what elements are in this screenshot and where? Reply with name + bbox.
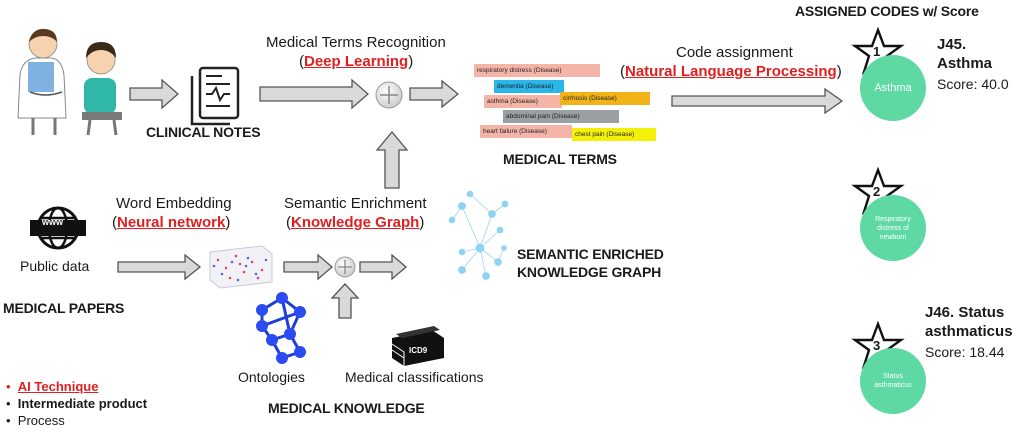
- combine-plus-bottom: [334, 256, 356, 278]
- semantic-enrichment-technique: (Knowledge Graph): [286, 214, 425, 231]
- arrow-notes-to-plus: [259, 78, 369, 110]
- combine-plus-top: [375, 81, 403, 109]
- code-1-score: Score: 40.0: [937, 76, 1009, 92]
- semantic-enrichment-title: Semantic Enrichment: [284, 195, 427, 212]
- code-3-name: asthmaticus: [925, 323, 1013, 340]
- ontologies-label: Ontologies: [238, 369, 305, 385]
- code-3-id: J46. Status: [925, 304, 1005, 321]
- code-3-score: Score: 18.44: [925, 344, 1005, 360]
- arrow-public-to-embed: [117, 253, 202, 281]
- legend: • AI Technique • Intermediate product • …: [6, 378, 147, 429]
- word-embedding-technique: (Neural network): [112, 214, 231, 231]
- globe-www-label: www: [42, 217, 64, 227]
- clinical-notes-label: CLINICAL NOTES: [146, 124, 261, 140]
- graph-title-line-2: KNOWLEDGE GRAPH: [517, 264, 662, 280]
- term-tag-chest-pain: chest pain (Disease): [572, 128, 656, 141]
- legend-item-process: • Process: [6, 413, 65, 428]
- arrow-doctor-to-notes: [129, 78, 179, 110]
- star-rank-1-number: 1: [873, 44, 881, 59]
- arrow-ontologies-up: [330, 283, 360, 319]
- recognition-title: Medical Terms Recognition: [266, 34, 446, 51]
- embedding-cloud-icon: [209, 245, 273, 289]
- code-1-id: J45.: [937, 36, 967, 53]
- arrow-plus-to-terms: [409, 79, 460, 109]
- term-tag-abdominal-pain: abdominal pain (Disease): [503, 110, 619, 123]
- term-tag-respiratory-distress: respiratory distress (Disease): [474, 64, 600, 77]
- arrow-embed-to-plus: [283, 253, 333, 281]
- assigned-codes-title: ASSIGNED CODES w/ Score: [795, 3, 979, 19]
- term-tag-asthma: asthma (Disease): [484, 95, 562, 108]
- arrow-enrichment-up: [375, 130, 409, 189]
- clinical-notes-document-icon: [190, 66, 240, 126]
- medical-knowledge-label: MEDICAL KNOWLEDGE: [268, 400, 425, 416]
- code-node-asthma: Asthma: [860, 55, 926, 121]
- ontology-molecule-icon: [256, 292, 306, 364]
- code-node-respiratory-distress: Respiratory distress of newborn: [860, 195, 926, 261]
- medical-classifications-label: Medical classifications: [345, 369, 484, 385]
- doctor-patient-illustration: [17, 28, 122, 136]
- legend-item-ai-technique: • AI Technique: [6, 379, 99, 394]
- process-arrows: [117, 78, 844, 319]
- medical-terms-label: MEDICAL TERMS: [503, 151, 617, 167]
- term-tag-dementia: dementia (Disease): [494, 80, 564, 93]
- arrow-terms-to-codes: [671, 87, 844, 115]
- code-node-status-asthmaticus: Status asthmaticus: [860, 348, 926, 414]
- icd9-books-icon: [391, 326, 444, 366]
- globe-icon: [30, 206, 86, 250]
- star-rank-3-number: 3: [873, 338, 881, 353]
- legend-item-intermediate-product: • Intermediate product: [6, 396, 148, 411]
- star-rank-2-number: 2: [873, 184, 881, 199]
- public-data-label: Public data: [20, 258, 90, 274]
- arrow-plus-to-graph: [359, 253, 407, 281]
- medical-papers-label: MEDICAL PAPERS: [3, 300, 125, 316]
- icd9-label: ICD9: [409, 346, 428, 355]
- term-tag-heart-failure: heart failure (Disease): [480, 125, 572, 138]
- word-embedding-title: Word Embedding: [116, 195, 232, 212]
- code-1-name: Asthma: [937, 55, 993, 72]
- code-assignment-technique: (Natural Language Processing): [620, 63, 842, 80]
- term-tag-cirrhosis: cirrhosis (Disease): [560, 92, 650, 105]
- graph-title-line-1: SEMANTIC ENRICHED: [517, 246, 664, 262]
- code-assignment-title: Code assignment: [676, 44, 793, 61]
- recognition-technique: (Deep Learning): [299, 53, 414, 70]
- knowledge-graph-icon: [448, 190, 509, 280]
